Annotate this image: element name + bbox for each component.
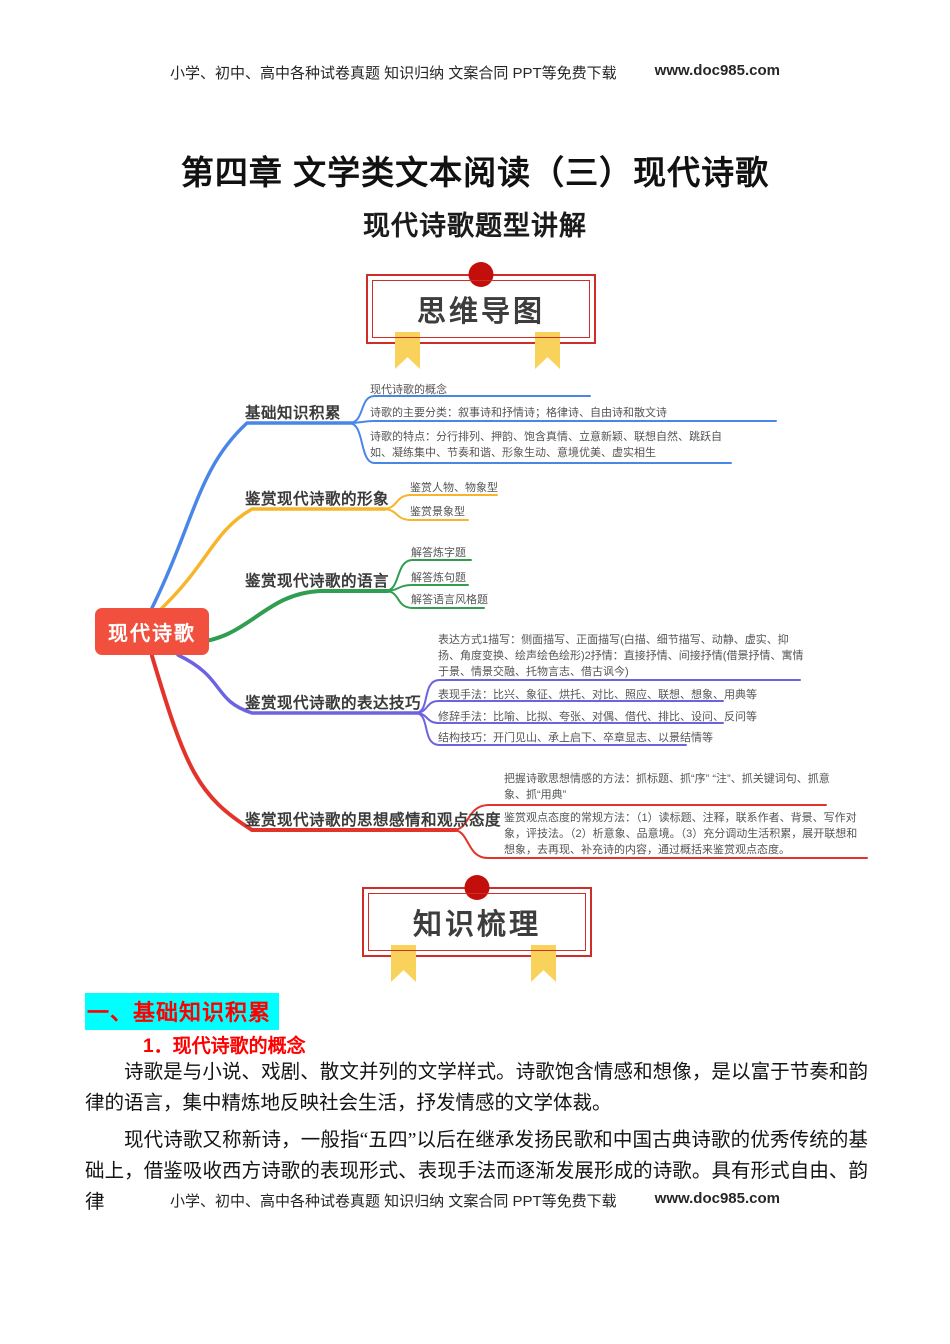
branch-item: 诗歌的特点：分行排列、押韵、饱含真情、立意新颖、联想自然、跳跃自如、凝练集中、节… [370,431,722,459]
seal-circle-icon [464,875,490,900]
branch-label-sentiment: 鉴赏现代诗歌的思想感情和观点态度 [245,812,502,829]
branch-item: 诗歌的主要分类：叙事诗和抒情诗；格律诗、自由诗和散文诗 [370,407,667,419]
branch-item: 表达方式1描写：侧面描写、正面描写(白描、细节描写、动静、虚实、抑扬、角度变换、… [438,634,804,678]
body-paragraph: 诗歌是与小说、戏剧、散文并列的文学样式。诗歌饱含情感和想像，是以富于节奏和韵律的… [85,1062,868,1114]
branch-item: 解答炼句题 [411,572,466,584]
seal-circle-icon [468,262,494,287]
branch-item: 现代诗歌的概念 [370,384,447,396]
header-site-url: www.doc985.com [654,62,780,79]
branch-item: 结构技巧：开门见山、承上启下、卒章显志、以景结情等 [438,732,713,744]
knowledge-banner-frame: 知识梳理 [368,893,586,951]
branch-item: 表现手法：比兴、象征、烘托、对比、照应、联想、想象、用典等 [438,689,757,701]
mindmap-banner-title: 思维导图 [416,296,545,328]
section-heading: 一、基础知识积累 [85,993,280,1030]
header-promo-line: 小学、初中、高中各种试卷真题 知识归纳 文案合同 PPT等免费下载 www.do… [0,62,950,83]
branch-item: 鉴赏景象型 [410,506,465,518]
footer-promo-text: 小学、初中、高中各种试卷真题 知识归纳 文案合同 PPT等免费下载 [169,1193,617,1210]
subsection-heading: 1．现代诗歌的概念 [143,1036,306,1057]
mindmap-banner-frame: 思维导图 [372,280,590,338]
mindmap-root-node: 现代诗歌 [95,608,209,655]
header-promo-text: 小学、初中、高中各种试卷真题 知识归纳 文案合同 PPT等免费下载 [169,65,617,82]
page-title: 第四章 文学类文本阅读（三）现代诗歌 [180,154,770,191]
branch-item: 解答语言风格题 [411,594,488,606]
knowledge-banner-title: 知识梳理 [412,909,541,941]
page-subtitle: 现代诗歌题型讲解 [363,211,587,241]
footer-site-url: www.doc985.com [654,1190,780,1207]
branch-item: 鉴赏人物、物象型 [410,482,498,494]
footer-promo-line: 小学、初中、高中各种试卷真题 知识归纳 文案合同 PPT等免费下载 www.do… [0,1190,950,1211]
branch-label-techniques: 鉴赏现代诗歌的表达技巧 [245,695,422,712]
branch-item: 修辞手法：比喻、比拟、夸张、对偶、借代、排比、设问、反问等 [438,711,757,723]
branch-label-imagery: 鉴赏现代诗歌的形象 [245,491,390,508]
body-text-block: 诗歌是与小说、戏剧、散文并列的文学样式。诗歌饱含情感和想像，是以富于节奏和韵律的… [85,1057,868,1224]
mindmap-banner: 思维导图 [366,262,596,369]
knowledge-banner: 知识梳理 [362,875,592,982]
branch-label-language: 鉴赏现代诗歌的语言 [245,573,390,590]
branch-item: 解答炼字题 [411,547,466,559]
branch-item: 鉴赏观点态度的常规方法：（1）读标题、注释，联系作者、背景、写作对象，评技法。（… [504,812,858,856]
branch-label-basics: 基础知识积累 [245,405,342,422]
body-paragraph: 现代诗歌又称新诗，一般指“五四”以后在继承发扬民歌和中国古典诗歌的优秀传统的基础… [85,1130,868,1213]
branch-item: 把握诗歌思想情感的方法：抓标题、抓“序” “注”、抓关键词句、抓意象、抓“用典” [504,773,830,801]
